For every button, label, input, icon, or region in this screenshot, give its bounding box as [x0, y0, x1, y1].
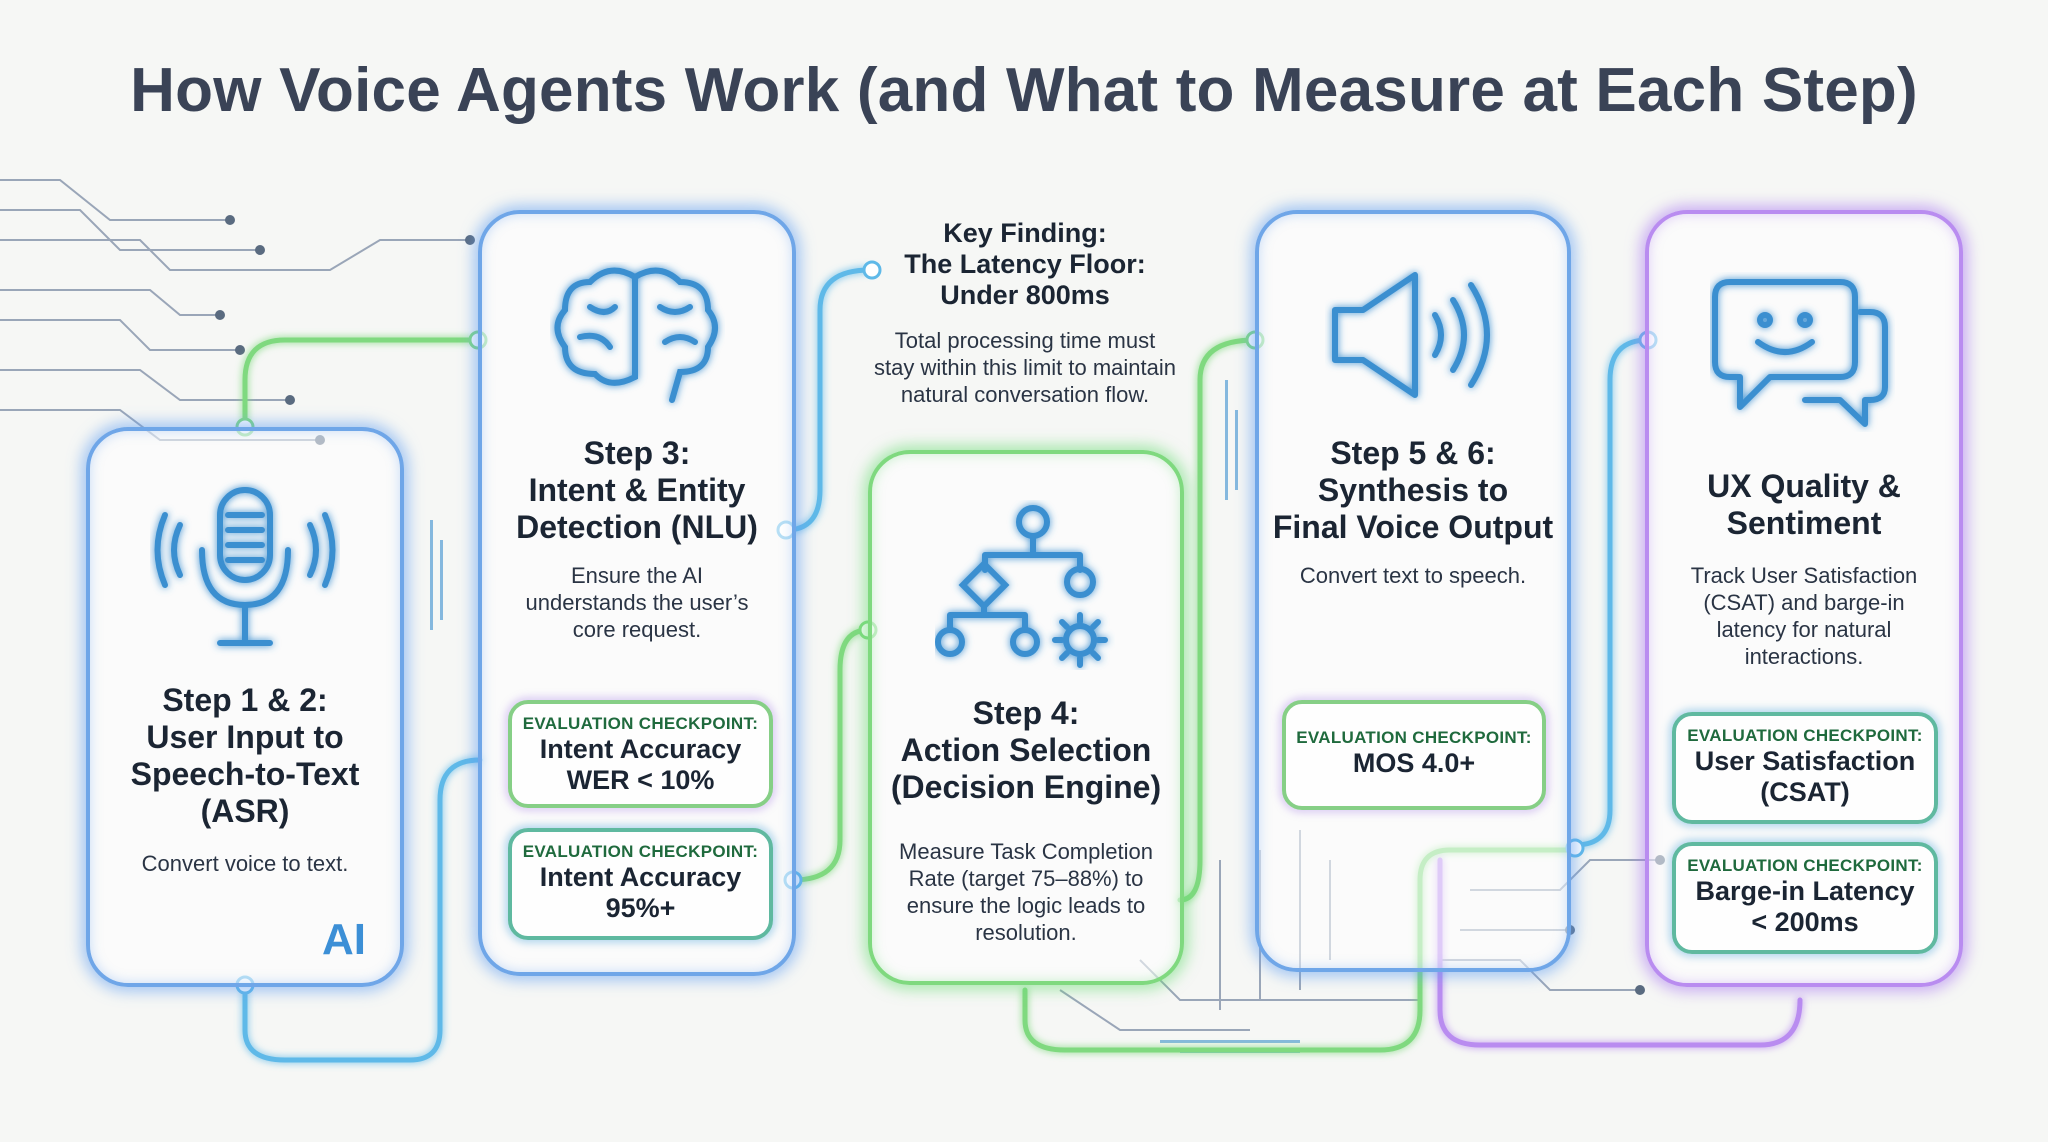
step-1-2-card	[86, 427, 404, 987]
step-5-6-description: Convert text to speech.	[1299, 563, 1527, 588]
ai-badge: AI	[322, 915, 366, 964]
speaker-icon	[1332, 272, 1490, 398]
decision-tree-gear-icon	[935, 505, 1108, 668]
checkpoint-intent-wer: EVALUATION CHECKPOINT: Intent Accuracy W…	[508, 700, 773, 808]
checkpoint-intent-accuracy: EVALUATION CHECKPOINT: Intent Accuracy 9…	[508, 828, 773, 940]
step-3-description: Ensure the AI understands the user’s cor…	[525, 563, 749, 642]
step-1-2-title: Step 1 & 2: User Input to Speech-to-Text…	[130, 682, 360, 829]
chat-smile-icon	[1712, 279, 1888, 427]
step-5-6-title: Step 5 & 6: Synthesis to Final Voice Out…	[1272, 435, 1554, 545]
page-title: How Voice Agents Work (and What to Measu…	[130, 56, 1918, 125]
key-finding-heading: Key Finding: The Latency Floor: Under 80…	[904, 218, 1146, 310]
checkpoint-csat: EVALUATION CHECKPOINT: User Satisfaction…	[1672, 712, 1938, 824]
step-4-card	[868, 450, 1184, 985]
key-finding-body: Total processing time must stay within t…	[874, 328, 1176, 407]
step-1-2-description: Convert voice to text.	[141, 851, 349, 876]
step-3-title: Step 3: Intent & Entity Detection (NLU)	[516, 435, 758, 545]
brain-icon	[554, 267, 718, 403]
microphone-icon	[154, 487, 336, 646]
checkpoint-barge-in-latency: EVALUATION CHECKPOINT: Barge-in Latency …	[1672, 842, 1938, 954]
ux-quality-title: UX Quality & Sentiment	[1707, 468, 1901, 541]
ux-quality-description: Track User Satisfaction (CSAT) and barge…	[1690, 563, 1918, 669]
step-4-title: Step 4: Action Selection (Decision Engin…	[890, 695, 1162, 805]
step-4-description: Measure Task Completion Rate (target 75–…	[899, 839, 1153, 945]
checkpoint-mos: EVALUATION CHECKPOINT: MOS 4.0+	[1282, 700, 1546, 810]
key-finding: Key Finding: The Latency Floor: Under 80…	[860, 218, 1190, 408]
